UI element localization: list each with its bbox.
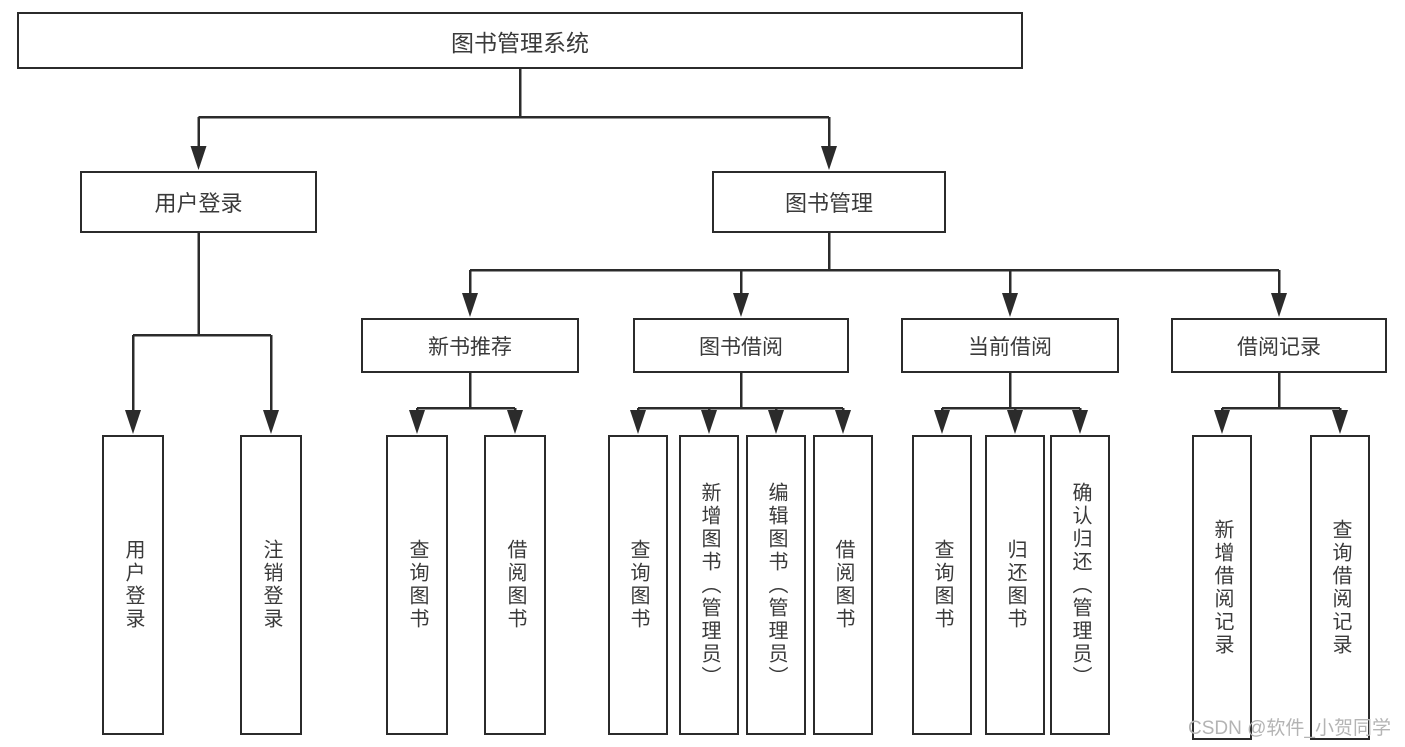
node-label: 查询图书: [627, 539, 649, 631]
node-leaf-11[interactable]: 确认归还（管理员）: [1050, 435, 1110, 735]
watermark: CSDN @软件_小贺同学: [1188, 718, 1391, 739]
node-leaf-4[interactable]: 借阅图书: [484, 435, 546, 735]
node-leaf-12[interactable]: 新增借阅记录: [1192, 435, 1252, 740]
node-label: 新增图书（管理员）: [698, 481, 720, 689]
node-label: 图书管理: [784, 191, 873, 216]
node-leaf-6[interactable]: 新增图书（管理员）: [679, 435, 739, 735]
node-label: 借阅图书: [832, 539, 854, 631]
node-book-mgmt[interactable]: 图书管理: [712, 171, 946, 233]
node-label: 查询图书: [406, 539, 428, 631]
node-label: 归还图书: [1004, 539, 1026, 631]
node-label: 确认归还（管理员）: [1069, 481, 1091, 689]
node-label: 当前借阅: [968, 335, 1052, 359]
node-current-borrow[interactable]: 当前借阅: [901, 318, 1119, 373]
node-book-borrow[interactable]: 图书借阅: [633, 318, 849, 373]
node-leaf-9[interactable]: 查询图书: [912, 435, 972, 735]
node-label: 查询图书: [931, 539, 953, 631]
node-leaf-2[interactable]: 注销登录: [240, 435, 302, 735]
node-leaf-8[interactable]: 借阅图书: [813, 435, 873, 735]
node-label: 用户登录: [122, 539, 144, 631]
node-label: 编辑图书（管理员）: [765, 481, 787, 689]
node-leaf-5[interactable]: 查询图书: [608, 435, 668, 735]
node-leaf-1[interactable]: 用户登录: [102, 435, 164, 735]
node-leaf-3[interactable]: 查询图书: [386, 435, 448, 735]
node-root[interactable]: 图书管理系统: [17, 12, 1023, 69]
node-label: 借阅图书: [504, 539, 526, 631]
node-label: 图书借阅: [699, 335, 783, 359]
node-new-book-rec[interactable]: 新书推荐: [361, 318, 579, 373]
node-label: 新书推荐: [428, 335, 512, 359]
node-label: 新增借阅记录: [1211, 518, 1233, 657]
node-leaf-10[interactable]: 归还图书: [985, 435, 1045, 735]
node-label: 注销登录: [260, 539, 282, 631]
node-borrow-record[interactable]: 借阅记录: [1171, 318, 1387, 373]
node-label: 查询借阅记录: [1329, 518, 1351, 657]
node-label: 用户登录: [154, 191, 243, 216]
node-user-login[interactable]: 用户登录: [80, 171, 317, 233]
node-leaf-7[interactable]: 编辑图书（管理员）: [746, 435, 806, 735]
node-label: 图书管理系统: [451, 29, 589, 56]
node-label: 借阅记录: [1237, 335, 1321, 359]
node-leaf-13[interactable]: 查询借阅记录: [1310, 435, 1370, 740]
